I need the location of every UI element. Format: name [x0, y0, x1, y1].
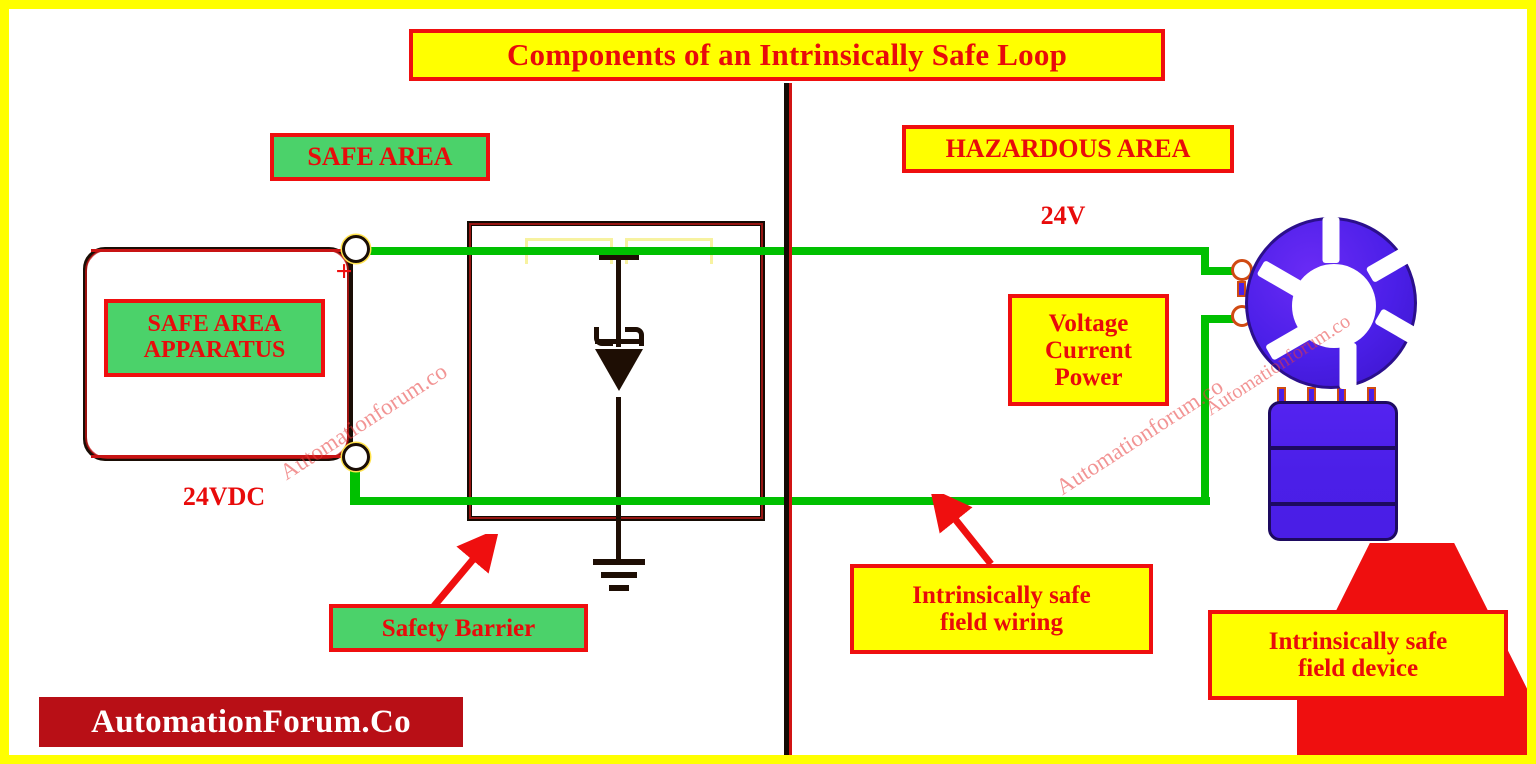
device-body-line-1 [1271, 446, 1395, 450]
apparatus-right-lead [349, 249, 353, 449]
diagram-title-text: Components of an Intrinsically Safe Loop [506, 37, 1068, 73]
zener-diode-triangle [595, 349, 643, 391]
field-device-line2: field device [1297, 655, 1419, 682]
supply-voltage-text: 24VDC [182, 481, 266, 511]
safe-area-label-text: SAFE AREA [307, 141, 453, 171]
loop-wire-top-to-device [1201, 267, 1243, 275]
loop-voltage-text: 24V [1040, 200, 1086, 230]
device-notch-2 [1365, 245, 1414, 283]
safety-barrier-arrow [431, 534, 500, 609]
device-notch-3 [1374, 308, 1423, 346]
loop-wire-top-hazardous [709, 247, 1209, 255]
device-head-bore [1292, 264, 1376, 348]
ground-symbol-bar-1 [593, 559, 645, 565]
device-notch-1 [1322, 217, 1340, 263]
zener-lead-bottom [616, 397, 621, 559]
field-device-head [1245, 217, 1423, 389]
vcp-line2: Current [1044, 336, 1133, 364]
polarity-plus-text: + [335, 254, 353, 288]
site-logo: AutomationForum.Co [39, 697, 463, 747]
apparatus-top-lead [91, 249, 349, 252]
diagram-title: Components of an Intrinsically Safe Loop [409, 29, 1165, 81]
terminal-negative [342, 443, 370, 471]
device-notch-4 [1339, 343, 1357, 389]
hazardous-area-label-text: HAZARDOUS AREA [945, 133, 1191, 163]
apparatus-label-line2: APPARATUS [143, 337, 286, 363]
field-device-body [1268, 401, 1398, 541]
field-wiring-line1: Intrinsically safe [912, 582, 1091, 609]
field-device-label: Intrinsically safe field device [1208, 610, 1508, 700]
loop-wire-bottom-riser [350, 457, 360, 501]
safety-barrier-label-text: Safety Barrier [381, 614, 536, 642]
field-wiring-label: Intrinsically safe field wiring [850, 564, 1153, 654]
loop-wire-top-drop [1201, 247, 1209, 275]
polarity-plus-label: + [329, 254, 359, 288]
hazardous-area-label: HAZARDOUS AREA [902, 125, 1234, 173]
apparatus-bottom-lead [91, 455, 349, 458]
zener-diode-bar [594, 327, 644, 346]
area-divider-line-accent [789, 83, 792, 755]
field-device-line1: Intrinsically safe [1268, 628, 1448, 655]
zener-lead-top [616, 257, 621, 347]
terminal-positive [342, 235, 370, 263]
zener-tap-connection [599, 254, 639, 260]
device-body-line-2 [1271, 502, 1395, 506]
loop-wire-bottom-riser-right [1201, 315, 1209, 503]
safe-area-label: SAFE AREA [270, 133, 490, 181]
vcp-line1: Voltage [1048, 309, 1129, 337]
apparatus-label-line1: SAFE AREA [147, 311, 282, 338]
field-wiring-line2: field wiring [940, 609, 1063, 636]
loop-wire-bottom-to-device [1201, 315, 1243, 323]
field-wiring-arrow [929, 494, 994, 567]
vcp-line3: Power [1054, 363, 1123, 391]
ground-symbol-bar-2 [601, 572, 637, 578]
loop-voltage-label: 24V [1023, 199, 1103, 233]
area-divider-line [784, 83, 789, 755]
voltage-current-power-label: Voltage Current Power [1008, 294, 1169, 406]
loop-wire-top-safe [369, 247, 721, 255]
safety-barrier-label: Safety Barrier [329, 604, 588, 652]
loop-wire-bottom [350, 497, 1210, 505]
safe-area-apparatus-label: SAFE AREA APPARATUS [104, 299, 325, 377]
ground-symbol-bar-3 [609, 585, 629, 591]
supply-voltage-label: 24VDC [164, 479, 284, 515]
